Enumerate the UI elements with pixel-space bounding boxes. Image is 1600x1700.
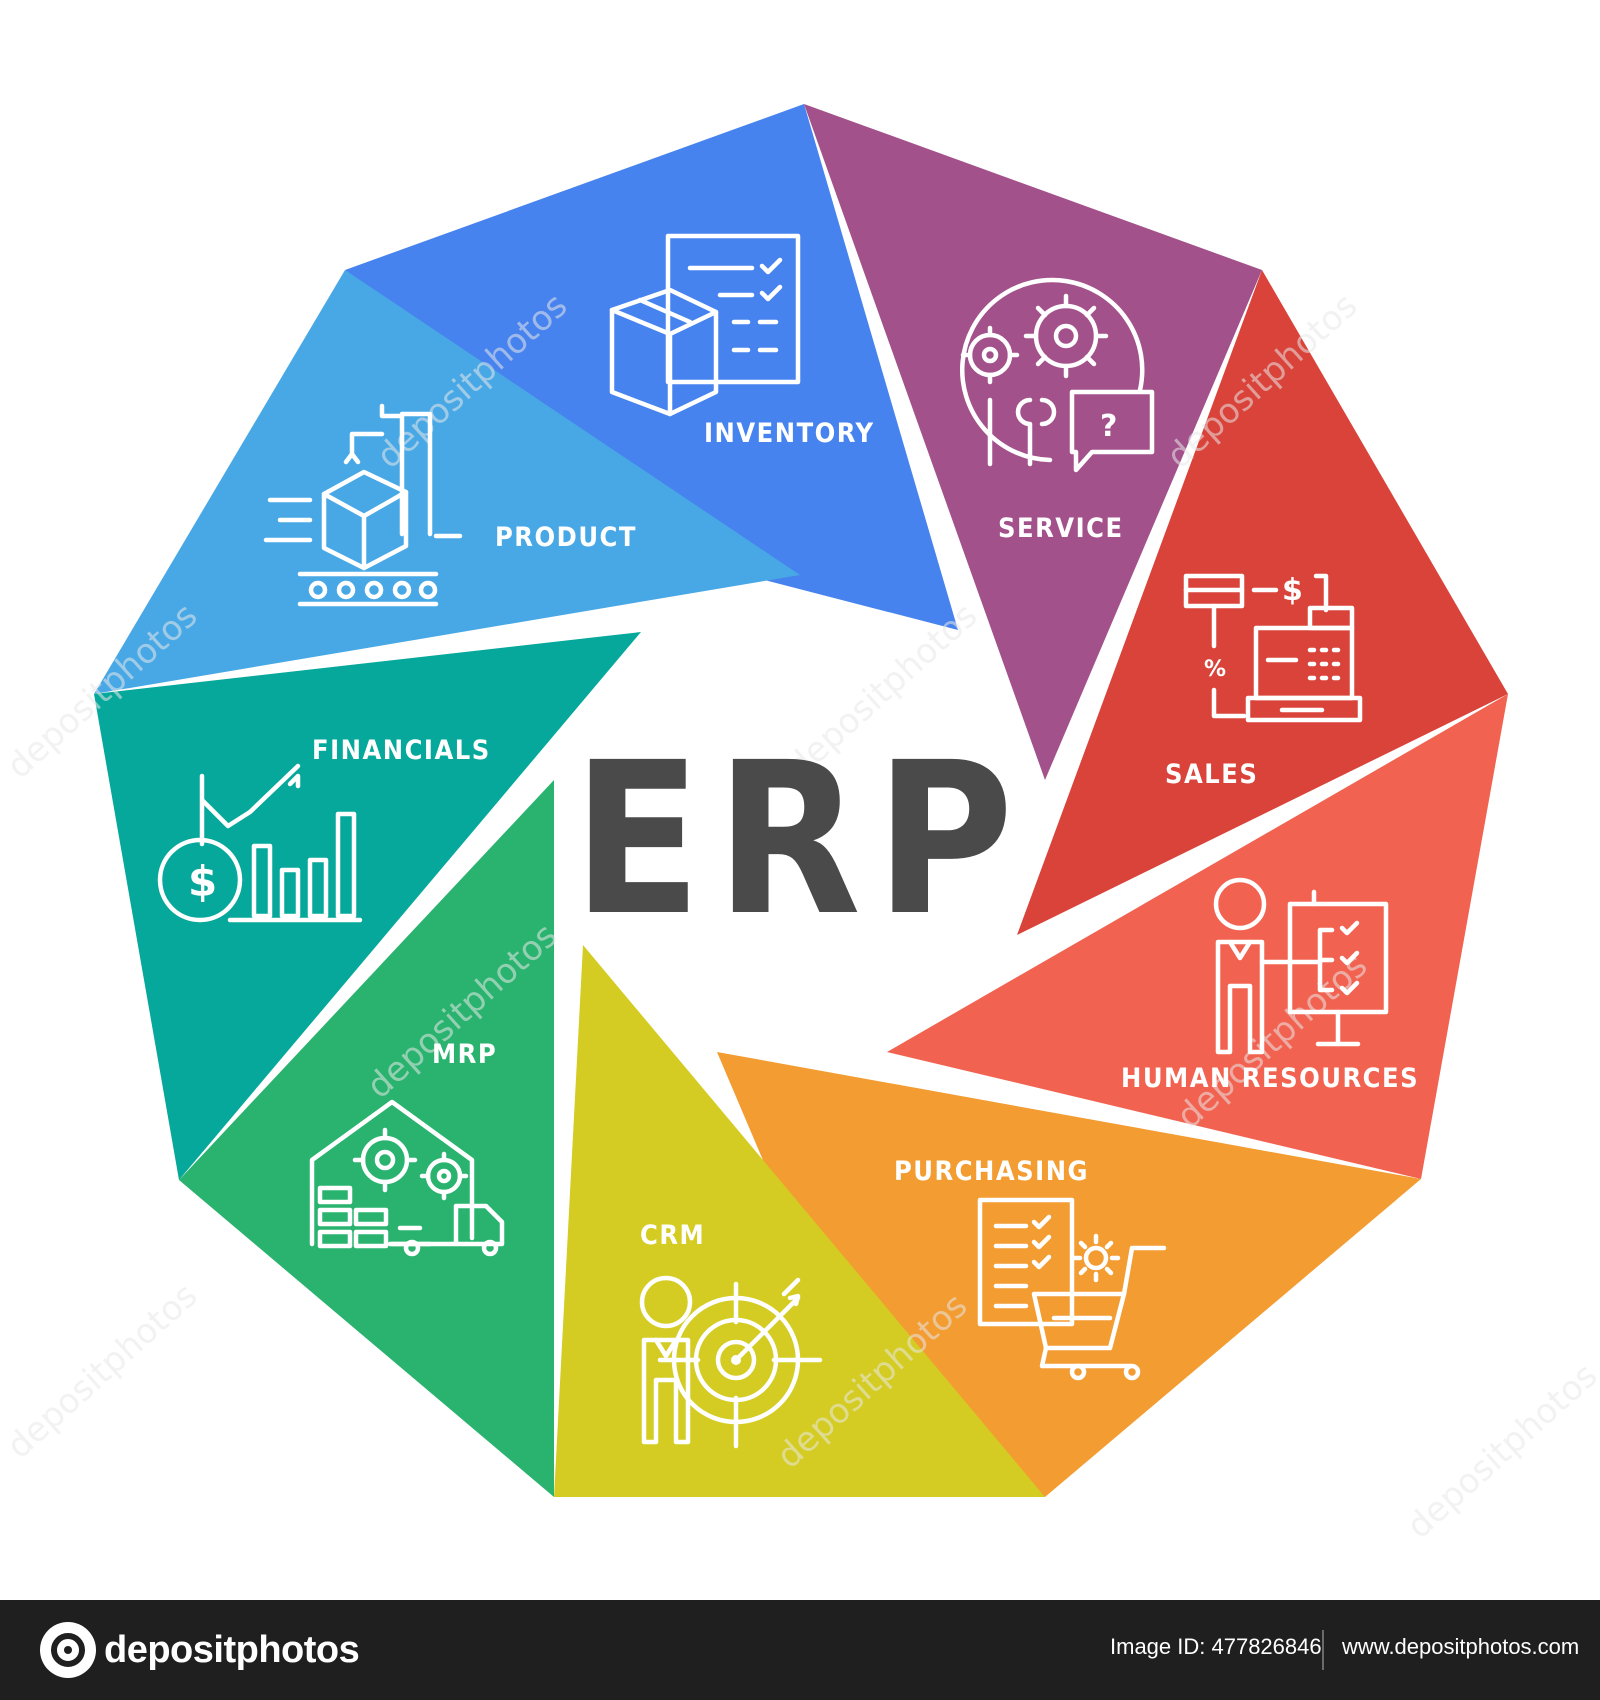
label-purchasing: PURCHASING <box>894 1156 1089 1187</box>
site-url[interactable]: www.depositphotos.com <box>1342 1634 1580 1659</box>
segment-inventory <box>345 104 958 630</box>
shopping-cart-list-icon <box>977 1197 1167 1381</box>
center-title: ERP <box>572 717 1027 962</box>
person-presentation-icon <box>1213 877 1389 1055</box>
segment-service <box>804 104 1262 780</box>
factory-gears-icon <box>309 1099 505 1257</box>
svg-text:?: ? <box>1100 409 1117 444</box>
label-human-resources: HUMAN RESOURCES <box>1121 1063 1419 1094</box>
label-crm: CRM <box>640 1220 705 1251</box>
brand[interactable]: depositphotos <box>40 1620 360 1680</box>
person-target-icon <box>639 1275 823 1449</box>
segment-product <box>94 270 800 694</box>
conveyor-box-icon <box>263 403 463 607</box>
cash-register-icon: $ % <box>1183 573 1363 723</box>
label-service: SERVICE <box>998 513 1124 544</box>
box-checklist-icon <box>609 233 801 417</box>
segment-mrp <box>179 780 554 1497</box>
watermark-8: depositphotos <box>0 1276 205 1467</box>
label-sales: SALES <box>1165 759 1258 790</box>
svg-text:%: % <box>1204 657 1226 682</box>
label-product: PRODUCT <box>495 522 637 553</box>
label-inventory: INVENTORY <box>704 418 875 449</box>
footer-bar: depositphotos Image ID: 477826846 www.de… <box>0 1600 1600 1700</box>
footer-divider <box>1322 1630 1324 1670</box>
brand-name: depositphotos <box>104 1628 360 1671</box>
erp-diagram: depositphotos depositphotos depositphoto… <box>0 104 1600 1547</box>
segment-sales <box>1017 270 1508 935</box>
image-id: Image ID: 477826846 <box>1110 1634 1322 1659</box>
gears-support-icon: ? <box>960 277 1155 473</box>
watermark-9: depositphotos <box>1399 1356 1600 1547</box>
label-financials: FINANCIALS <box>312 735 491 766</box>
finance-chart-icon: $ <box>157 763 363 923</box>
svg-text:$: $ <box>188 857 217 906</box>
svg-text:$: $ <box>1282 573 1303 608</box>
segment-human-resources <box>887 694 1508 1179</box>
label-mrp: MRP <box>432 1039 497 1070</box>
camera-logo-icon <box>40 1622 96 1678</box>
segment-financials <box>94 632 641 1180</box>
